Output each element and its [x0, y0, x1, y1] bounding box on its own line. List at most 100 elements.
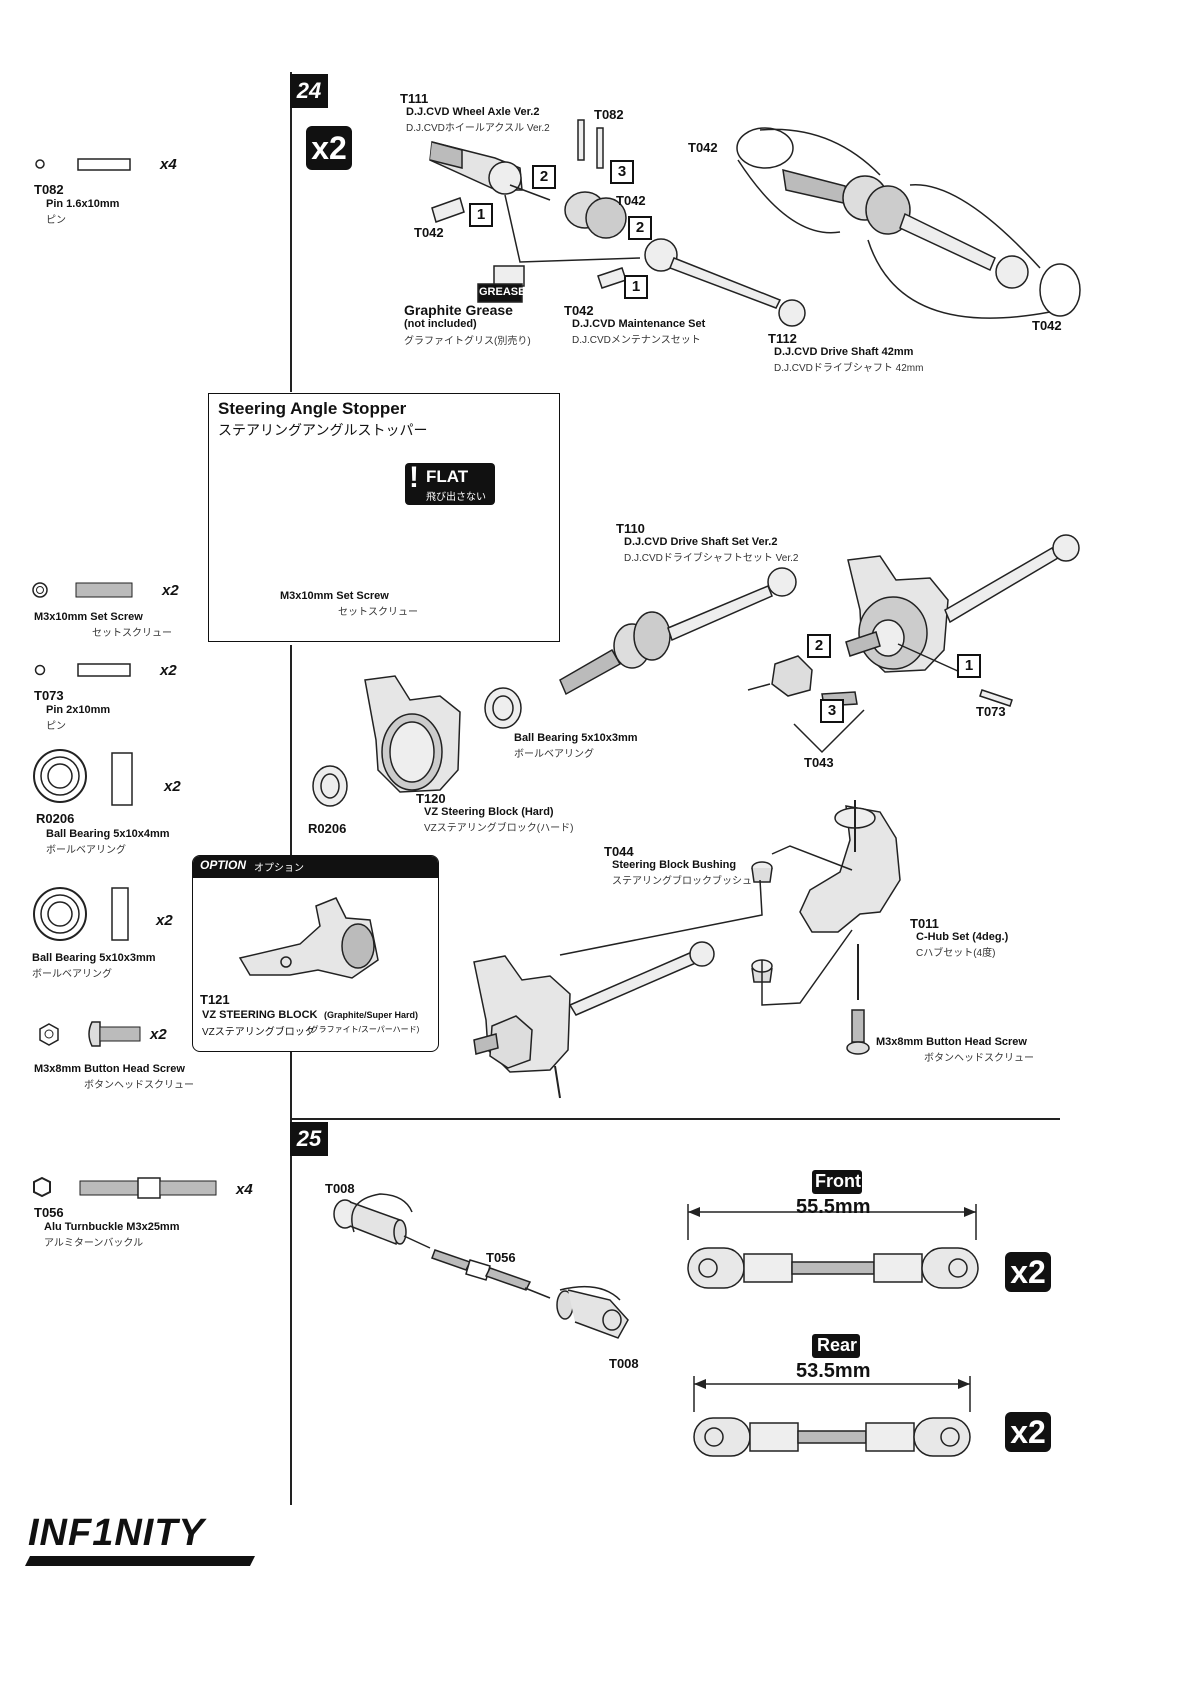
sidebar-qty: x2 — [162, 582, 179, 599]
front-tag — [812, 1170, 862, 1194]
front-label: Front — [815, 1171, 861, 1191]
sidebar-en: M3x10mm Set Screw — [34, 611, 143, 623]
part-jp-t120: VZステアリングブロック(ハード) — [424, 823, 574, 834]
front-length: 55.5mm — [796, 1196, 871, 1218]
bearing-name: Ball Bearing 5x10x3mm — [514, 732, 638, 744]
part-name-t110: D.J.CVD Drive Shaft Set Ver.2 — [624, 536, 778, 548]
sidebar-qty: x2 — [156, 912, 173, 929]
part-code-t073: T073 — [976, 704, 1006, 719]
flat-callout — [405, 463, 495, 505]
part-name-t111: D.J.CVD Wheel Axle Ver.2 — [406, 106, 540, 118]
part-name-t044: Steering Block Bushing — [612, 859, 737, 871]
step-badge: 1 — [624, 275, 648, 299]
sidebar-en: Pin 2x10mm — [46, 704, 111, 716]
warning-icon: ! — [409, 461, 419, 494]
step-badge: 3 — [610, 160, 634, 184]
sidebar-jp: セットスクリュー — [92, 628, 172, 639]
sidebar-qty: x2 — [160, 662, 177, 679]
option-header-jp: オプション — [254, 863, 304, 874]
step-divider — [290, 1118, 1060, 1120]
screw-jp: ボタンヘッドスクリュー — [924, 1053, 1034, 1064]
step-25-number: 25 — [290, 1122, 328, 1156]
option-jp-small: (グラファイト/スーパーハード) — [308, 1025, 420, 1034]
rear-tag — [812, 1334, 860, 1358]
step-badge: 2 — [807, 634, 831, 658]
step-badge: 2 — [532, 165, 556, 189]
part-code-t120: T120 — [416, 791, 446, 806]
sidebar-jp: ピン — [46, 215, 66, 226]
part-name-t112: D.J.CVD Drive Shaft 42mm — [774, 346, 914, 358]
sidebar-code: T056 — [34, 1205, 64, 1220]
brand-logo: INF1NITY — [28, 1512, 205, 1554]
part-code-t042: T042 — [414, 225, 444, 240]
sidebar-code: R0206 — [36, 811, 75, 826]
part-code-t056: T056 — [486, 1250, 516, 1265]
column-divider-lower — [290, 645, 292, 1505]
part-code-t011: T011 — [910, 916, 939, 931]
part-code-t044: T044 — [604, 844, 634, 859]
option-jp: VZステアリングブロック — [202, 1027, 315, 1038]
sidebar-drawings — [32, 158, 217, 1199]
step-badge: 1 — [469, 203, 493, 227]
sidebar-code: T073 — [34, 688, 64, 703]
option-drawing — [238, 897, 379, 979]
part-code-r0206: R0206 — [308, 821, 347, 836]
sidebar-jp: ピン — [46, 721, 66, 732]
part-code-t110: T110 — [616, 521, 645, 536]
part-jp-t011: Cハブセット(4度) — [916, 948, 996, 959]
rear-label: Rear — [817, 1335, 858, 1355]
option-code: T121 — [200, 992, 230, 1007]
option-name: VZ STEERING BLOCK — [202, 1009, 318, 1021]
maintenance-set-name: D.J.CVD Maintenance Set — [572, 318, 706, 330]
sidebar-jp: ボタンヘッドスクリュー — [84, 1080, 194, 1091]
part-jp-t111: D.J.CVDホイールアクスル Ver.2 — [406, 123, 550, 134]
grease-jp: グラファイトグリス(別売り) — [404, 336, 531, 347]
maintenance-set-jp: D.J.CVDメンテナンスセット — [572, 335, 701, 346]
part-code-t008: T008 — [609, 1356, 639, 1371]
part-name-t011: C-Hub Set (4deg.) — [916, 931, 1009, 943]
part-code-t111: T111 — [400, 91, 429, 106]
step-24-multiplier: x2 — [306, 126, 352, 170]
flat-label-jp: 飛び出さない — [426, 492, 486, 503]
part-name-t120: VZ Steering Block (Hard) — [424, 806, 554, 818]
grease-name: Graphite Grease — [404, 302, 513, 318]
part-code-t112: T112 — [768, 331, 797, 346]
column-divider — [290, 72, 292, 392]
flat-label: FLAT — [426, 467, 469, 486]
rear-multiplier: x2 — [1005, 1412, 1051, 1452]
stopper-screw-jp: セットスクリュー — [338, 607, 418, 618]
part-code-t042: T042 — [688, 140, 718, 155]
sidebar-jp: ボールベアリング — [46, 845, 126, 856]
part-code-t043: T043 — [804, 755, 834, 770]
option-header: OPTION — [200, 858, 247, 872]
stopper-title-jp: ステアリングアングルストッパー — [218, 422, 428, 438]
part-code-t042: T042 — [564, 303, 594, 318]
part-code-t008: T008 — [325, 1181, 355, 1196]
step-badge: 3 — [820, 699, 844, 723]
sidebar-en: Pin 1.6x10mm — [46, 198, 120, 210]
option-header-bar — [193, 856, 438, 878]
steering-angle-stopper-panel — [208, 393, 560, 642]
step-badge: 2 — [628, 216, 652, 240]
sidebar-qty: x2 — [164, 778, 181, 795]
rear-length: 53.5mm — [796, 1360, 871, 1382]
part-code-t042: T042 — [1032, 318, 1062, 333]
sidebar-en: M3x8mm Button Head Screw — [34, 1063, 185, 1075]
part-code-t042: T042 — [616, 193, 646, 208]
part-jp-t044: ステアリングブロックブッシュ — [612, 876, 752, 887]
grease-note: (not included) — [404, 318, 477, 330]
stopper-title: Steering Angle Stopper — [218, 399, 407, 418]
sidebar-qty: x4 — [236, 1181, 253, 1198]
sidebar-jp: アルミターンバックル — [44, 1238, 144, 1249]
grease-label: GREASE — [479, 286, 526, 298]
part-jp-t112: D.J.CVDドライブシャフト 42mm — [774, 363, 924, 374]
screw-name: M3x8mm Button Head Screw — [876, 1036, 1027, 1048]
part-code-t082: T082 — [594, 107, 624, 122]
bearing-jp: ボールベアリング — [514, 749, 594, 760]
step-24-number: 24 — [290, 74, 328, 108]
sidebar-jp: ボールベアリング — [32, 969, 112, 980]
front-multiplier: x2 — [1005, 1252, 1051, 1292]
sidebar-qty: x2 — [150, 1026, 167, 1043]
option-name-small: (Graphite/Super Hard) — [324, 1010, 419, 1020]
